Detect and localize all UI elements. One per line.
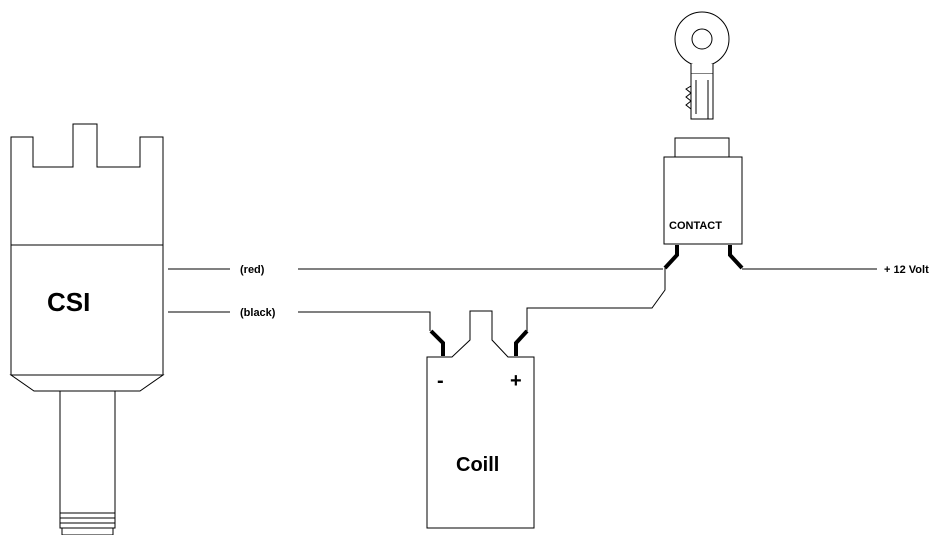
contact-top — [674, 137, 730, 158]
contact-label: CONTACT — [669, 220, 722, 232]
coil-label: Coill — [456, 454, 499, 476]
csi-shaft-rings — [59, 512, 116, 535]
coil-plus-terminal — [514, 329, 529, 356]
supply-label: + 12 Volt — [884, 264, 929, 276]
red-wire-label: (red) — [240, 264, 265, 276]
coil-minus-sign: - — [437, 370, 444, 392]
contact-left-terminal — [663, 245, 679, 270]
coil-minus-terminal — [429, 329, 445, 356]
coil-body — [426, 310, 535, 529]
csi-shaft — [59, 390, 116, 514]
black-wire-right — [298, 311, 431, 331]
coil-to-contact-wire — [526, 268, 666, 331]
ignition-contact: CONTACT — [663, 137, 744, 270]
csi-taper — [9, 374, 165, 392]
contact-right-terminal — [728, 245, 744, 270]
wiring: (red) (black) + 12 Volt — [168, 264, 929, 331]
csi-distributor: CSI — [9, 123, 165, 535]
csi-body — [10, 244, 164, 376]
csi-cap — [10, 123, 164, 246]
contact-body — [663, 156, 743, 245]
ignition-coil: - + Coill — [426, 310, 535, 529]
coil-plus-sign: + — [510, 370, 522, 392]
black-wire-label: (black) — [240, 307, 276, 319]
csi-label: CSI — [47, 287, 90, 317]
key-icon — [674, 11, 730, 120]
